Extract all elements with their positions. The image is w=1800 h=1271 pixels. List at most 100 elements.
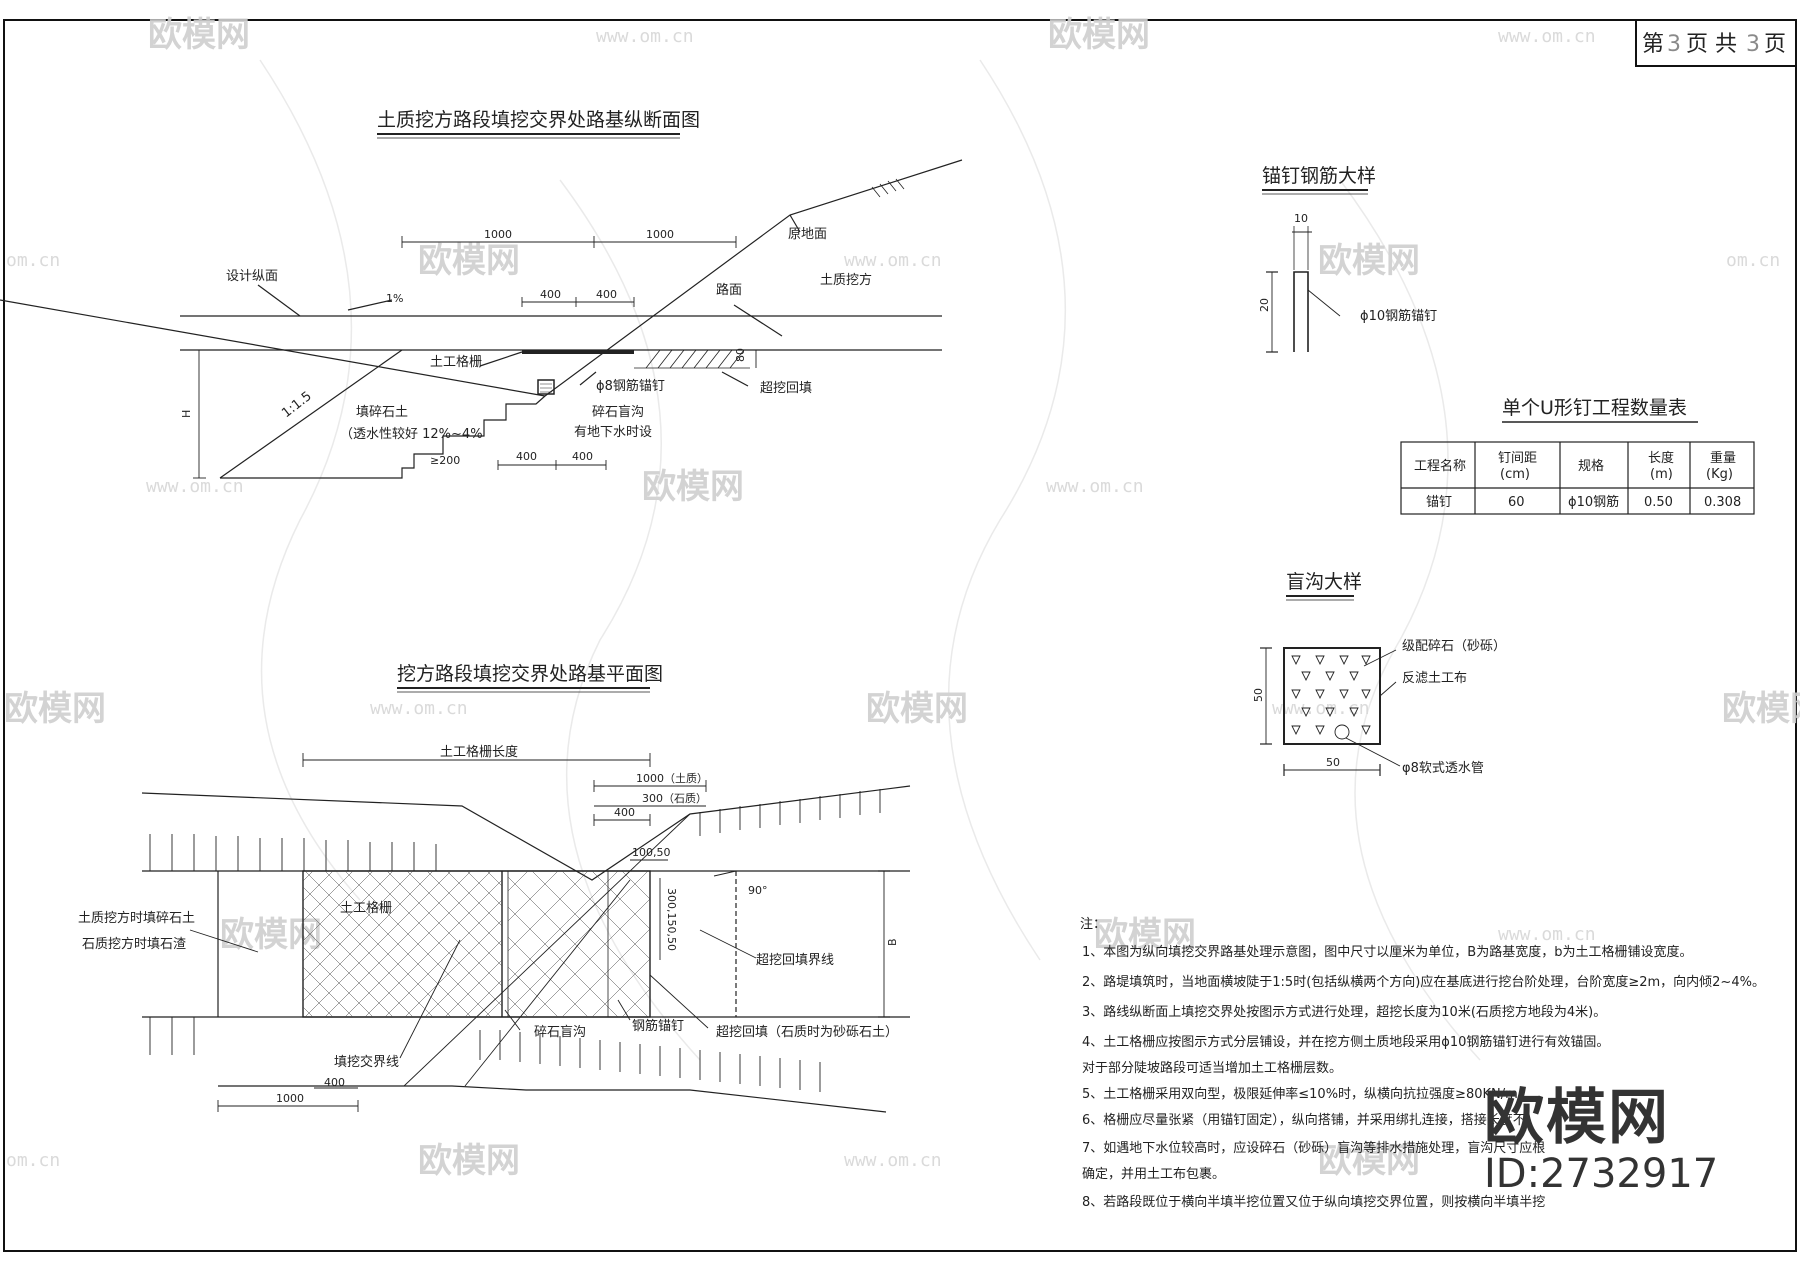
- svg-text:20: 20: [1258, 298, 1271, 312]
- svg-text:3: 3: [1746, 32, 1760, 57]
- watermark-brand: 欧模网: [1484, 1083, 1670, 1153]
- watermark-url: om.cn: [1726, 250, 1780, 271]
- svg-text:土工格栅: 土工格栅: [340, 900, 392, 916]
- svg-text:10: 10: [1294, 212, 1308, 225]
- svg-text:400: 400: [540, 288, 561, 301]
- note-item: 7、如遇地下水位较高时，应设碎石（砂砾）盲沟等排水措施处理，盲沟尺寸应根: [1082, 1140, 1545, 1156]
- note-item: 2、路堤填筑时，当地面横坡陡于1:5时(包括纵横两个方向)应在基底进行挖台阶处理…: [1082, 974, 1765, 990]
- svg-text:第: 第: [1642, 32, 1664, 57]
- table-header: 长度: [1648, 450, 1674, 466]
- svg-text:300（石质）: 300（石质）: [642, 792, 707, 805]
- quantity-table-title: 单个U形钉工程数量表: [1502, 397, 1687, 419]
- svg-text:土质挖方: 土质挖方: [820, 272, 872, 288]
- svg-text:级配碎石（砂砾）: 级配碎石（砂砾）: [1402, 639, 1506, 654]
- note-item: 8、若路段既位于横向半填半挖位置又位于纵向填挖交界位置，则按横向半填半挖: [1082, 1194, 1545, 1210]
- note-item: 确定，并用土工布包裹。: [1082, 1167, 1225, 1182]
- watermark-logo: 欧模网: [4, 689, 106, 729]
- note-item: 1、本图为纵向填挖交界路基处理示意图，图中尺寸以厘米为单位，B为路基宽度，b为土…: [1082, 944, 1692, 960]
- svg-text:≥200: ≥200: [430, 454, 460, 467]
- svg-text:50: 50: [1326, 756, 1340, 769]
- svg-text:碎石盲沟: 碎石盲沟: [592, 404, 644, 420]
- table-cell: 锚钉: [1426, 495, 1452, 510]
- watermark-badge: 欧模网 ID:2732917: [1484, 1085, 1744, 1197]
- svg-text:90°: 90°: [748, 884, 768, 897]
- svg-text:碎石盲沟: 碎石盲沟: [534, 1024, 586, 1040]
- watermark-logo: 欧模网: [220, 915, 322, 955]
- svg-text:超挖回填界线: 超挖回填界线: [756, 953, 834, 968]
- svg-text:400: 400: [572, 450, 593, 463]
- anchor-detail: 锚钉钢筋大样 10 20 ϕ10钢筋锚钉: [1258, 165, 1437, 353]
- table-header: 工程名称: [1414, 458, 1466, 474]
- svg-text:(Kg): (Kg): [1706, 467, 1733, 482]
- anchor-detail-title: 锚钉钢筋大样: [1262, 165, 1376, 187]
- svg-text:ϕ8钢筋锚钉: ϕ8钢筋锚钉: [596, 378, 665, 394]
- svg-text:设计纵面: 设计纵面: [226, 269, 278, 284]
- svg-text:路面: 路面: [716, 282, 742, 298]
- svg-text:ϕ10钢筋锚钉: ϕ10钢筋锚钉: [1360, 308, 1437, 324]
- watermark-logo: 欧模网: [1318, 241, 1420, 281]
- svg-text:3: 3: [1667, 32, 1681, 57]
- svg-text:1000: 1000: [646, 228, 674, 241]
- svg-text:填碎石土: 填碎石土: [356, 405, 408, 420]
- watermark-logo: 欧模网: [1094, 915, 1196, 955]
- note-item: 6、格栅应尽量张紧（用锚钉固定），纵向搭铺，并采用绑扎连接，搭接长度不: [1082, 1112, 1526, 1128]
- table-header: 钉间距: [1498, 451, 1537, 466]
- svg-text:400: 400: [516, 450, 537, 463]
- svg-text:页: 页: [1764, 32, 1786, 57]
- svg-text:页 共: 页 共: [1686, 32, 1737, 57]
- svg-text:超挖回填: 超挖回填: [760, 381, 812, 396]
- svg-text:1000: 1000: [484, 228, 512, 241]
- svg-text:80: 80: [734, 348, 747, 362]
- svg-text:1:1.5: 1:1.5: [279, 389, 314, 421]
- svg-text:1000: 1000: [276, 1092, 304, 1105]
- plan-diagram: 挖方路段填挖交界处路基平面图: [78, 663, 911, 1113]
- note-item: 对于部分陡坡路段可适当增加土工格栅层数。: [1082, 1060, 1342, 1076]
- watermark-url: www.om.cn: [1498, 26, 1596, 47]
- watermark-logo: 欧模网: [148, 15, 250, 55]
- watermark-url: www.om.cn: [1046, 476, 1144, 497]
- sheet-border: [3, 19, 1797, 1252]
- table-cell: 0.50: [1644, 495, 1673, 510]
- svg-text:（透水性较好 12%~4%: （透水性较好 12%~4%: [340, 427, 483, 442]
- watermark-url: om.cn: [6, 250, 60, 271]
- watermark-url: www.om.cn: [596, 26, 694, 47]
- svg-text:钢筋锚钉: 钢筋锚钉: [632, 1018, 684, 1034]
- watermark-url: www.om.cn: [146, 476, 244, 497]
- svg-text:土工格栅: 土工格栅: [430, 354, 482, 370]
- svg-text:超挖回填（石质时为砂砾石土）: 超挖回填（石质时为砂砾石土）: [716, 1025, 898, 1040]
- svg-text:原地面: 原地面: [788, 227, 827, 242]
- table-header: 重量: [1710, 450, 1736, 466]
- svg-text:有地下水时设: 有地下水时设: [574, 425, 652, 440]
- watermark-lines: [259, 59, 1481, 1061]
- watermark-logo: 欧模网: [866, 689, 968, 729]
- plan-title: 挖方路段填挖交界处路基平面图: [397, 663, 663, 685]
- svg-text:300,150,50: 300,150,50: [665, 888, 678, 951]
- note-item: 3、路线纵断面上填挖交界处按图示方式进行处理，超挖长度为10米(石质挖方地段为4…: [1082, 1004, 1606, 1020]
- svg-text:400: 400: [324, 1076, 345, 1089]
- notes: 注： 1、本图为纵向填挖交界路基处理示意图，图中尺寸以厘米为单位，B为路基宽度，…: [1080, 917, 1765, 1210]
- svg-text:石质挖方时填石渣: 石质挖方时填石渣: [82, 936, 186, 952]
- drain-detail: 盲沟大样 级配碎石（砂砾） 反滤土工布 φ8软式透水管 50 50: [1252, 571, 1506, 776]
- watermark-url: om.cn: [6, 1150, 60, 1171]
- svg-text:(m): (m): [1650, 467, 1673, 482]
- table-cell: 0.308: [1704, 495, 1741, 510]
- watermark-logo: 欧模网: [418, 241, 520, 281]
- profile-title: 土质挖方路段填挖交界处路基纵断面图: [377, 109, 700, 131]
- svg-text:(cm): (cm): [1500, 467, 1530, 482]
- svg-text:1000（土质）: 1000（土质）: [636, 772, 708, 785]
- svg-text:50: 50: [1252, 688, 1265, 702]
- watermark-logo: 欧模网: [418, 1141, 520, 1181]
- table-cell: ϕ10钢筋: [1568, 494, 1619, 510]
- svg-text:100,50: 100,50: [632, 846, 671, 859]
- watermark-layer: 欧模网 www.om.cn 欧模网 www.om.cn om.cn 欧模网 ww…: [4, 15, 1800, 1181]
- table-cell: 60: [1508, 495, 1525, 510]
- svg-text:B: B: [886, 938, 899, 946]
- watermark-url: www.om.cn: [1498, 924, 1596, 945]
- svg-text:400: 400: [614, 806, 635, 819]
- watermark-url: www.om.cn: [1272, 698, 1370, 719]
- svg-text:反滤土工布: 反滤土工布: [1402, 671, 1467, 686]
- note-item: 4、土工格栅应按图示方式分层铺设，并在挖方侧土质地段采用ϕ10钢筋锚钉进行有效锚…: [1082, 1034, 1609, 1050]
- svg-text:土质挖方时填碎石土: 土质挖方时填碎石土: [78, 910, 195, 926]
- watermark-url: www.om.cn: [844, 250, 942, 271]
